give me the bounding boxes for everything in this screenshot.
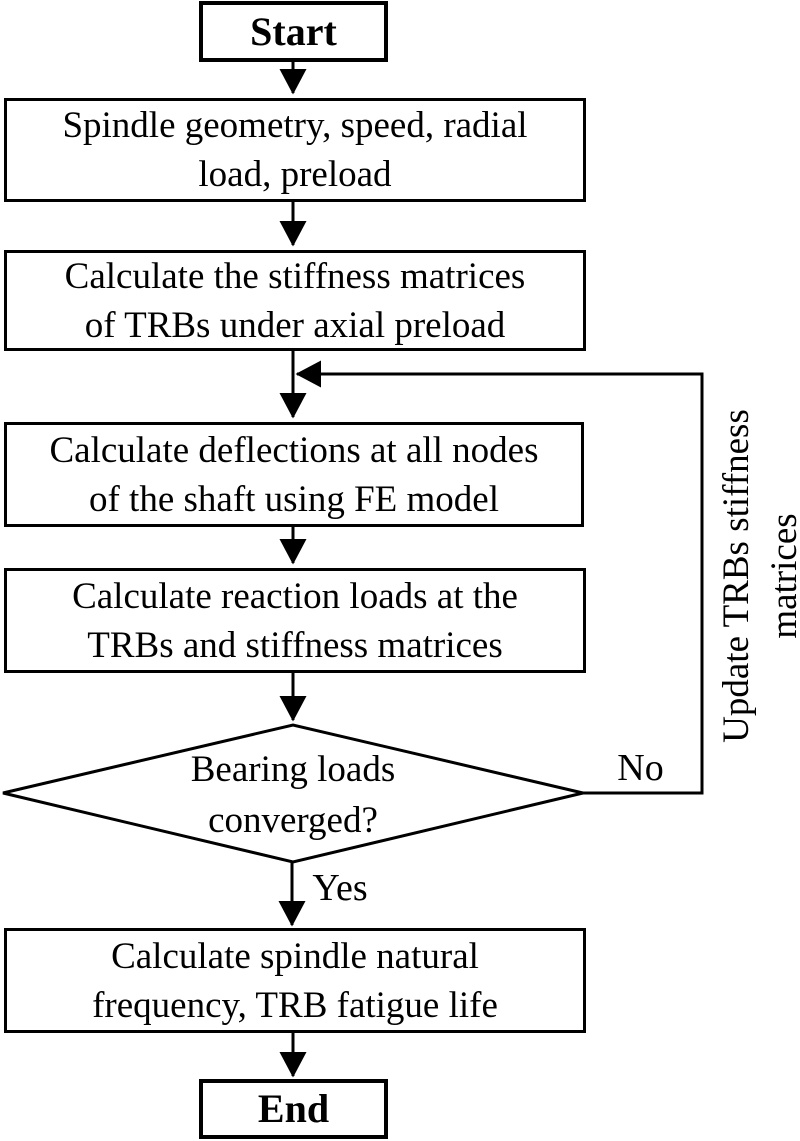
node-calculate-reaction-loads: Calculate reaction loads at the TRBs and… <box>4 568 586 673</box>
edge-label-yes: Yes <box>312 867 368 909</box>
node-calculate-stiffness: Calculate the stiffness matrices of TRBs… <box>4 250 586 351</box>
arrow-decision-no-feedback-loop <box>295 360 704 795</box>
node-decision-label: Bearing loads converged? <box>190 749 396 841</box>
node-end: End <box>199 1079 388 1139</box>
node-calculate-output: Calculate spindle natural frequency, TRB… <box>4 928 586 1033</box>
edge-label-update-stiffness: Update TRBs stiffness matrices <box>716 409 800 743</box>
node-input: Spindle geometry, speed, radial load, pr… <box>4 98 586 202</box>
node-start: Start <box>199 1 388 62</box>
edge-label-no: No <box>617 747 664 789</box>
node-calculate-deflections: Calculate deflections at all nodes of th… <box>4 422 584 527</box>
